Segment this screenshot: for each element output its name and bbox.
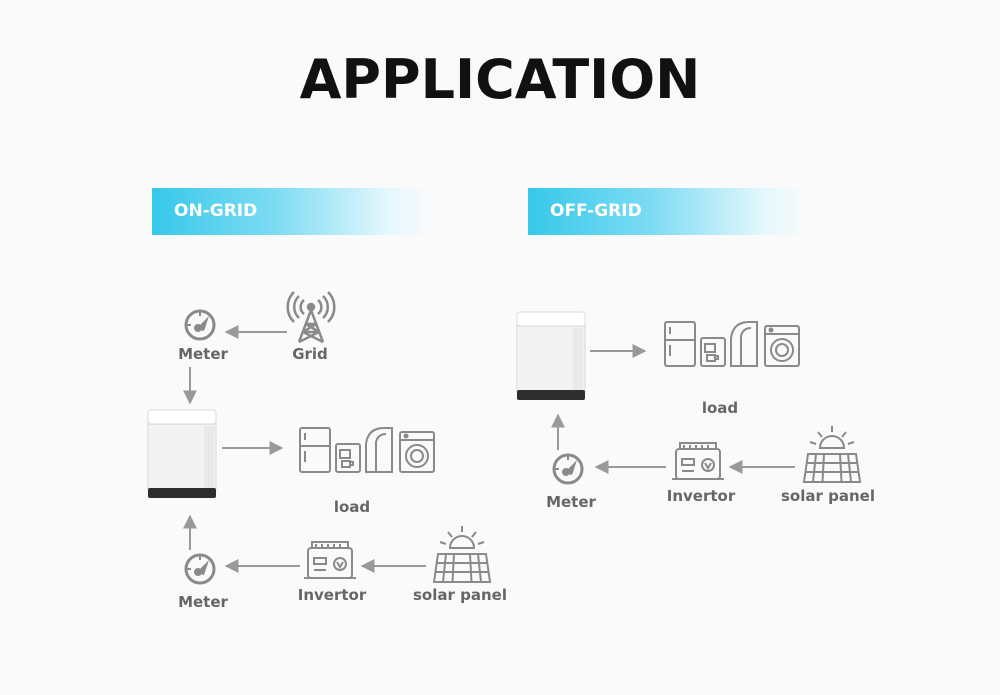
off-grid-load-label: load: [701, 399, 739, 417]
on-grid-meter-bottom-label: Meter: [178, 593, 228, 611]
page-title: APPLICATION: [299, 48, 701, 111]
off-grid-invertor-label: Invertor: [666, 487, 736, 505]
on-grid-invertor-label: Invertor: [297, 586, 367, 604]
on-grid-grid-tower-icon: [286, 290, 336, 344]
on-grid-load-label: load: [333, 498, 371, 516]
on-grid-grid-label: Grid: [292, 345, 328, 363]
off-grid-solar-panel-icon: [803, 425, 861, 483]
on-grid-meter-top-label: Meter: [178, 345, 228, 363]
on-grid-meter-bottom-icon: [184, 553, 216, 585]
on-grid-load-appliances-icon: [299, 427, 435, 473]
off-grid-battery-icon: [516, 311, 586, 401]
off-grid-load-appliances-icon: [664, 321, 800, 367]
on-grid-invertor-icon: [303, 541, 357, 579]
on-grid-meter-top-icon: [184, 309, 216, 341]
on-grid-banner: ON-GRID: [152, 188, 432, 235]
off-grid-meter-icon: [552, 453, 584, 485]
on-grid-solar-panel-icon: [433, 525, 491, 583]
off-grid-banner: OFF-GRID: [528, 188, 808, 235]
on-grid-solar-panel-label: solar panel: [413, 586, 507, 604]
off-grid-invertor-icon: [671, 442, 725, 480]
off-grid-meter-label: Meter: [546, 493, 596, 511]
on-grid-battery-icon: [147, 409, 217, 499]
off-grid-solar-panel-label: solar panel: [781, 487, 875, 505]
